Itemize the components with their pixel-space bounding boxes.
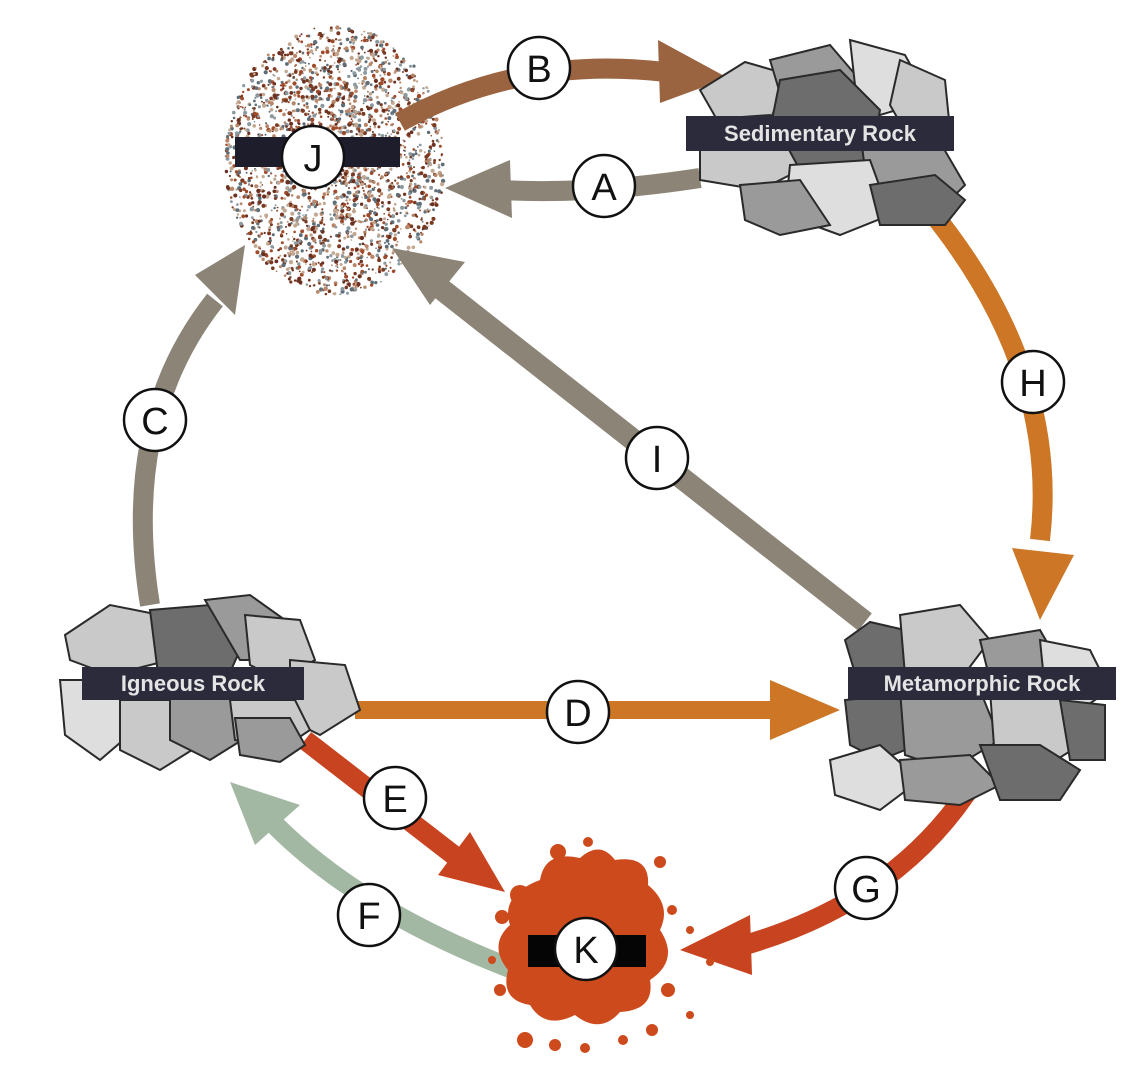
marker-d: D bbox=[545, 679, 611, 745]
marker-c: C bbox=[122, 387, 188, 453]
marker-j: J bbox=[280, 124, 346, 190]
sedimentary-rock-label: Sedimentary Rock bbox=[724, 121, 917, 146]
svg-text:I: I bbox=[652, 439, 663, 481]
svg-text:C: C bbox=[141, 401, 168, 443]
svg-text:D: D bbox=[564, 693, 591, 735]
marker-h: H bbox=[1000, 349, 1066, 415]
arrow-i bbox=[392, 248, 872, 631]
arrow-h bbox=[922, 203, 1074, 620]
svg-text:G: G bbox=[851, 869, 881, 911]
sedimentary-rock-pile: Sedimentary Rock bbox=[686, 38, 967, 237]
svg-text:B: B bbox=[526, 49, 551, 91]
svg-text:F: F bbox=[357, 896, 380, 938]
metamorphic-rock-label: Metamorphic Rock bbox=[884, 671, 1082, 696]
marker-i: I bbox=[624, 425, 690, 491]
svg-text:A: A bbox=[591, 167, 617, 209]
svg-text:E: E bbox=[382, 779, 407, 821]
svg-text:J: J bbox=[304, 138, 323, 180]
metamorphic-rock-pile: Metamorphic Rock bbox=[828, 603, 1116, 812]
marker-e: E bbox=[362, 765, 428, 831]
marker-a: A bbox=[571, 153, 637, 219]
igneous-rock-label: Igneous Rock bbox=[121, 671, 266, 696]
letter-markers: A B C D E F G H bbox=[122, 35, 1066, 982]
svg-text:H: H bbox=[1019, 363, 1046, 405]
svg-text:K: K bbox=[573, 930, 598, 972]
marker-g: G bbox=[833, 855, 899, 921]
igneous-rock-pile: Igneous Rock bbox=[58, 593, 362, 772]
arrow-g bbox=[680, 774, 984, 975]
marker-k: K bbox=[553, 916, 619, 982]
marker-b: B bbox=[506, 35, 572, 101]
marker-f: F bbox=[336, 882, 402, 948]
